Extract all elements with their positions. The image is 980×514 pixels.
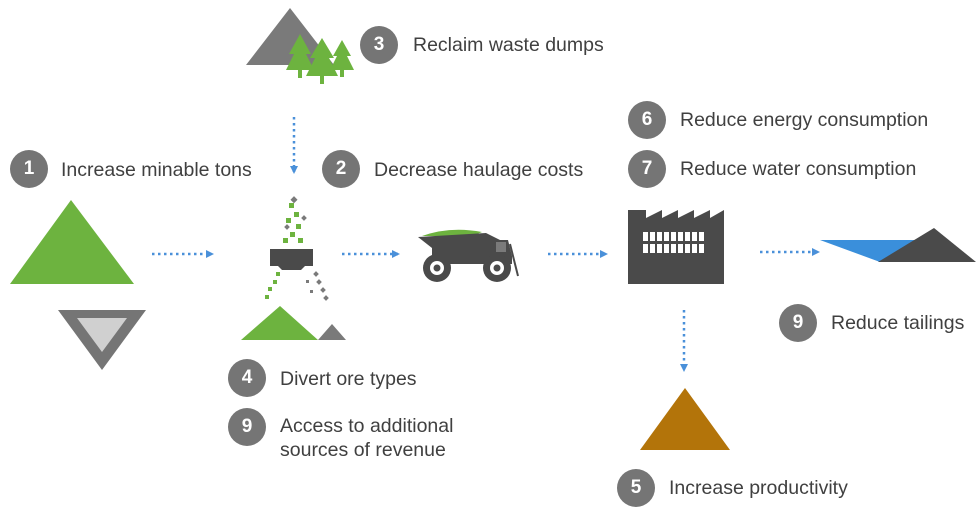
step-label-increase-productivity: Increase productivity [669,477,848,499]
ore-sorter-icon [241,196,346,340]
step-label-decrease-haulage-costs: Decrease haulage costs [374,159,584,181]
step-badge-9-tailings: 9 [779,304,817,342]
step-badge-1: 1 [10,150,48,188]
step-badge-2: 2 [322,150,360,188]
step-badge-7: 7 [628,150,666,188]
step-label-increase-minable-tons: Increase minable tons [61,159,252,181]
step-badge-9-revenue: 9 [228,408,266,446]
step-badge-3: 3 [360,26,398,64]
step-badge-6: 6 [628,101,666,139]
haul-truck-icon [418,229,519,282]
mountain-with-trees-icon [246,8,354,84]
tailings-dam-icon [820,228,976,262]
step-label-divert-ore-types: Divert ore types [280,368,417,390]
ore-pile-icon [10,200,134,284]
step-label-reduce-tailings: Reduce tailings [831,312,965,334]
step-label-additional-revenue-line1: Access to additional [280,415,454,437]
step-label-reduce-energy-consumption: Reduce energy consumption [680,109,929,131]
step-label-reduce-water-consumption: Reduce water consumption [680,158,917,180]
step-badge-5: 5 [617,469,655,507]
step-badge-4: 4 [228,359,266,397]
processing-plant-icon [628,210,724,284]
step-label-reclaim-waste-dumps: Reclaim waste dumps [413,34,604,56]
waste-pile-icon [58,310,146,370]
step-label-additional-revenue-line2: sources of revenue [280,439,446,461]
product-pile-icon [640,388,730,450]
